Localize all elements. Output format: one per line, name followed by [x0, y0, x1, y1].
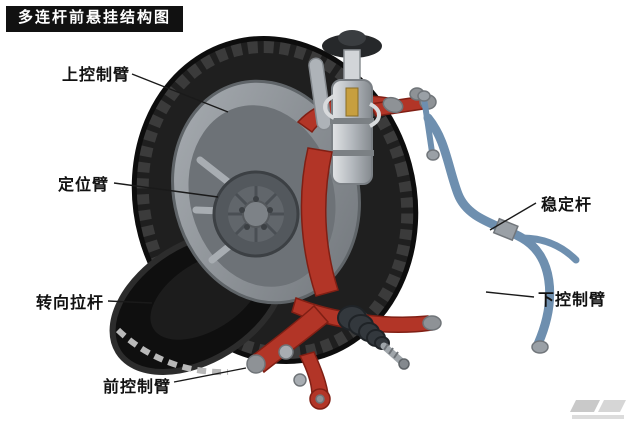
label-lower-control-arm: 下控制臂	[538, 292, 607, 309]
leader-lines	[107, 73, 537, 383]
leader-steering-tie-rod	[107, 300, 153, 304]
leader-lower-control-arm	[485, 291, 535, 298]
label-stabilizer-bar: 稳定杆	[541, 197, 593, 214]
leader-stabilizer-bar	[489, 202, 537, 231]
diagram-title: 多连杆前悬挂结构图	[6, 6, 184, 32]
lower-arm-bushings	[246, 315, 442, 404]
leader-front-control-arm	[173, 367, 247, 383]
leader-positioning-arm	[113, 182, 219, 198]
shock-absorber	[308, 30, 382, 185]
brake-assembly	[212, 170, 300, 258]
drive-axle	[337, 305, 410, 370]
stabilizer-bar-graphic	[421, 97, 580, 349]
watermark-logo	[570, 400, 626, 419]
label-upper-control-arm: 上控制臂	[62, 67, 131, 84]
label-steering-tie-rod: 转向拉杆	[36, 295, 105, 312]
label-positioning-arm: 定位臂	[58, 177, 110, 194]
stabilizer-bushing	[417, 90, 549, 354]
leader-upper-control-arm	[131, 73, 229, 113]
label-front-control-arm: 前控制臂	[103, 379, 172, 396]
